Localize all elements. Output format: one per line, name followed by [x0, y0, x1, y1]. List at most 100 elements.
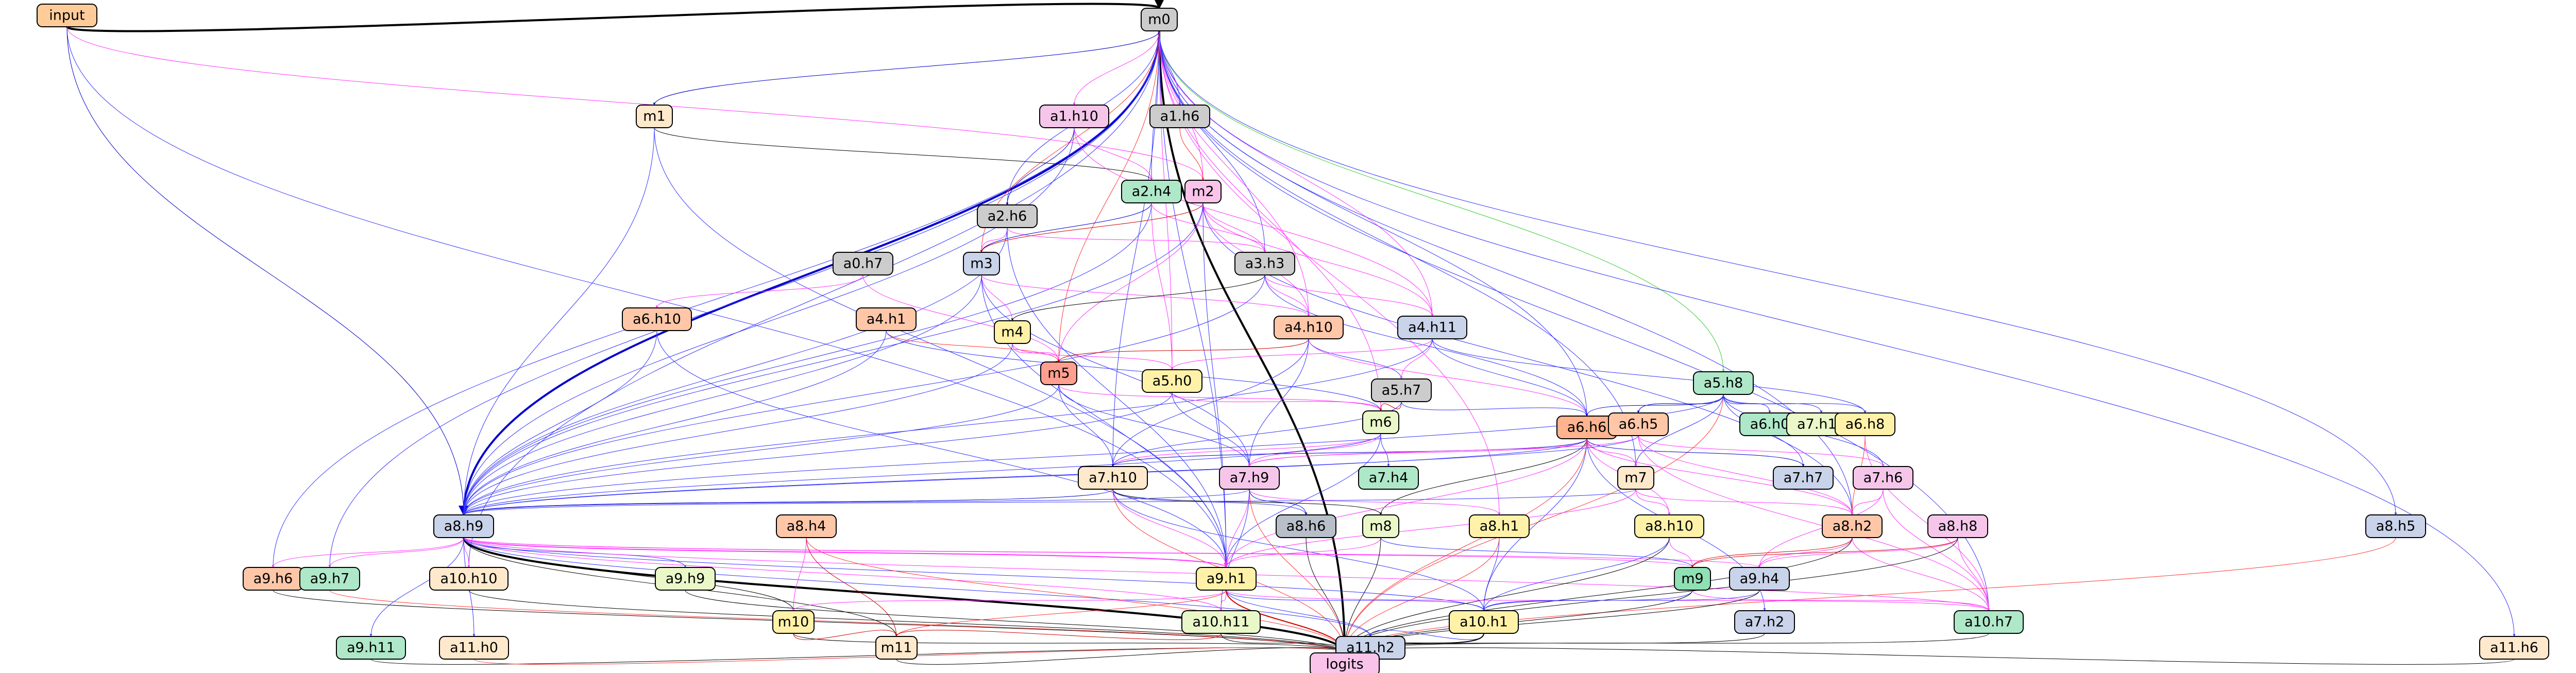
edge-m0-to-logits: [1158, 30, 1350, 654]
edge-a8.h2-to-m9: [1691, 537, 1853, 568]
edge-m0-to-a11.h6: [1159, 30, 2516, 637]
node-label: m8: [1369, 519, 1392, 534]
edge-m0-to-a3.h3: [1159, 30, 1266, 253]
node-label: a9.h4: [1740, 571, 1780, 587]
edge-a8.h9-to-a9.h11: [369, 537, 464, 637]
edge-a9.h1-to-m10: [792, 590, 1227, 611]
node-box: [977, 204, 1038, 228]
node-box: [1634, 514, 1704, 538]
node-box: [1449, 610, 1519, 634]
node-label: a4.h10: [1284, 320, 1333, 336]
node-box: [1469, 514, 1530, 538]
node-a1.h6: a1.h6: [1149, 105, 1210, 128]
node-a4.h11: a4.h11: [1397, 316, 1467, 339]
edge-a5.h0-to-a7.h9: [1172, 392, 1251, 467]
edge-m3-to-a8.h9: [462, 274, 982, 515]
edge-a8.h9-to-a11.h2: [463, 537, 1372, 637]
edge-m0-to-m5: [1057, 30, 1160, 363]
node-a11.h0: a11.h0: [439, 636, 509, 660]
node-box: [1853, 466, 1913, 490]
node-label: a4.h1: [867, 312, 906, 327]
edge-a9.h1-to-a11.h2: [1226, 590, 1372, 637]
edge-m8-to-a9.h1: [1225, 537, 1381, 568]
node-label: a8.h2: [1833, 519, 1872, 534]
edge-a7.h6-to-a8.h2: [1851, 489, 1884, 515]
node-box: [1773, 466, 1834, 490]
node-box: [1274, 316, 1344, 339]
node-a1.h10: a1.h10: [1039, 105, 1109, 128]
edge-a6.h5-to-a7.h6: [1638, 435, 1885, 467]
edge-m4-to-m5: [1012, 343, 1060, 363]
edge-a6.h6-to-a9.h1: [1225, 438, 1587, 568]
node-box: [1362, 410, 1399, 434]
edge-m9-to-a10.h7: [1692, 590, 1990, 611]
edge-a3.h3-to-m4: [1011, 274, 1265, 321]
node-label: a6.h5: [1619, 417, 1658, 433]
edge-m6-to-a8.h9: [462, 433, 1381, 515]
node-box: [1371, 378, 1432, 402]
node-label: input: [49, 8, 84, 24]
edge-m7-to-a8.h2: [1635, 489, 1854, 515]
edge-a5.h8-to-a6.h8: [1723, 394, 1867, 413]
edge-a8.h4-to-m10: [792, 537, 807, 611]
node-a3.h3: a3.h3: [1234, 252, 1295, 275]
edge-a5.h7-to-a6.h6: [1401, 401, 1588, 417]
edge-m0-to-a10.h7: [1159, 30, 1990, 611]
node-box: [833, 252, 893, 275]
edge-m4-to-a8.h9: [462, 343, 1013, 515]
node-m8: m8: [1362, 514, 1399, 538]
edge-m0-to-a8.h9: [459, 30, 1160, 516]
edge-m8-to-logits: [1343, 537, 1381, 653]
edge-m5-to-m6: [1058, 384, 1382, 411]
node-label: a8.h9: [444, 519, 484, 534]
node-m5: m5: [1040, 361, 1077, 385]
edge-a2.h6-to-a9.h1: [1007, 227, 1228, 568]
node-box: [1234, 252, 1295, 275]
edge-a7.h10-to-a8.h6: [1112, 489, 1308, 515]
node-label: a1.h6: [1160, 109, 1200, 125]
node-a9.h7: a9.h7: [299, 567, 360, 591]
edge-a2.h6-to-a3.h3: [1007, 227, 1266, 253]
edge-a7.h9-to-a9.h1: [1225, 489, 1250, 568]
edge-a1.h10-to-a8.h9: [462, 127, 1075, 515]
edge-a6.h6-to-a7.h10: [1111, 438, 1587, 467]
edge-a6.h6-to-logits: [1343, 438, 1587, 653]
node-a5.h8: a5.h8: [1693, 371, 1754, 395]
node-box: [1674, 567, 1711, 591]
edge-m5-to-a8.h9: [462, 384, 1059, 515]
node-label: a8.h6: [1286, 519, 1326, 534]
edge-a7.h10-to-m8: [1112, 489, 1382, 515]
edge-a8.h5-to-logits: [1343, 537, 2396, 653]
node-label: logits: [1326, 657, 1363, 672]
node-m6: m6: [1362, 410, 1399, 434]
edge-a6.h6-to-a8.h2: [1586, 438, 1854, 515]
node-a5.h0: a5.h0: [1142, 369, 1202, 393]
node-a8.h9: a8.h9: [433, 514, 494, 538]
edge-a7.h10-to-a8.h9: [462, 489, 1113, 515]
node-label: a6.h8: [1845, 417, 1885, 433]
node-label: a2.h6: [988, 209, 1027, 225]
edge-m2-to-a8.h9: [462, 202, 1204, 515]
edge-m3-to-a7.h9: [981, 274, 1251, 467]
edge-m0-to-a8.h1: [1159, 30, 1501, 515]
edge-a6.h5-to-a10.h7: [1638, 435, 1990, 611]
node-a0.h7: a0.h7: [833, 252, 893, 275]
node-label: a10.h11: [1193, 614, 1250, 630]
node-box: [1608, 412, 1669, 436]
node-box: [439, 636, 509, 660]
node-box: [1954, 610, 2024, 634]
edge-a7.h9-to-logits: [1249, 489, 1346, 653]
edge-a8.h2-to-a9.h4: [1758, 537, 1853, 568]
edge-a6.h5-to-a8.h9: [462, 435, 1639, 515]
node-box: [1181, 610, 1261, 634]
node-a4.h10: a4.h10: [1274, 316, 1344, 339]
edge-m0-to-a9.h7: [328, 30, 1160, 568]
node-a5.h7: a5.h7: [1371, 378, 1432, 402]
edge-a6.h8-to-a10.h7: [1865, 435, 1990, 611]
edge-m0-to-a5.h8: [1159, 30, 1725, 372]
edge-a8.h9-to-a9.h1: [463, 537, 1229, 568]
edge-a7.h9-to-a10.h11: [1219, 489, 1250, 611]
edge-m10-to-logits: [793, 633, 1346, 653]
edge-a8.h4-to-logits: [806, 537, 1346, 653]
edge-m6-to-a7.h9: [1248, 433, 1381, 467]
